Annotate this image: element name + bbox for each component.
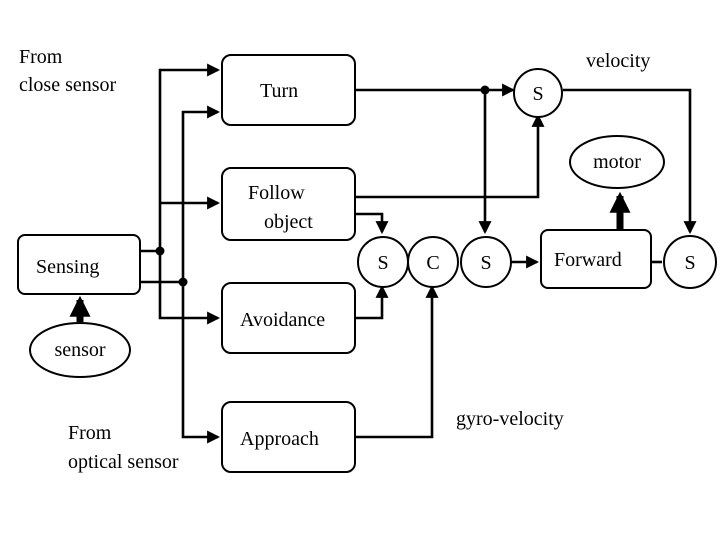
motor-label: motor: [593, 151, 641, 173]
forward-box: Forward: [540, 229, 652, 289]
junction-dot-sensing-upper: [155, 246, 165, 256]
s-left-label: S: [377, 252, 388, 274]
avoidance-box: Avoidance: [221, 282, 356, 354]
sensing-to-turn-approach-bus: [140, 105, 221, 284]
s-left-node: S: [357, 236, 409, 288]
follow-to-s-top: [355, 113, 545, 199]
forward-label: Forward: [554, 249, 622, 271]
from-close-sensor-line1: From: [19, 46, 63, 68]
bus-to-approach: [181, 282, 221, 444]
connections: [69, 63, 697, 444]
c-node: C: [407, 236, 459, 288]
c-label: C: [426, 252, 439, 274]
follow-to-s-left: [355, 212, 389, 235]
s-right-node: S: [663, 235, 717, 289]
approach-to-c: [355, 284, 439, 439]
s-mid-node: S: [460, 236, 512, 288]
follow-label-line1: Follow: [248, 182, 305, 204]
motor-ellipse: motor: [569, 135, 665, 189]
from-close-sensor-line2: close sensor: [19, 74, 117, 96]
sensing-box: Sensing: [17, 234, 141, 295]
sensing-to-turn-follow-avoidance-bus: [140, 63, 221, 253]
approach-label: Approach: [240, 428, 319, 450]
follow-object-box: Follow object: [221, 167, 356, 241]
s-top-velocity-to-s-right: [563, 88, 697, 235]
turn-label: Turn: [260, 80, 298, 102]
gyro-velocity-label: gyro-velocity: [456, 408, 564, 430]
approach-box: Approach: [221, 401, 356, 473]
junction-dot-sensing-lower: [178, 277, 188, 287]
velocity-label: velocity: [586, 50, 650, 72]
follow-label-line2: object: [264, 211, 313, 233]
bus-to-avoidance: [158, 251, 221, 325]
sensing-label: Sensing: [36, 256, 99, 278]
s-top-node: S: [513, 68, 563, 118]
from-optical-sensor-line2: optical sensor: [68, 451, 179, 473]
from-optical-sensor-line1: From: [68, 422, 112, 444]
avoidance-to-s-left: [355, 284, 389, 320]
turn-box: Turn: [221, 54, 356, 126]
sensor-label: sensor: [54, 339, 105, 361]
s-top-label: S: [532, 83, 543, 105]
s-right-label: S: [684, 252, 695, 274]
avoidance-label: Avoidance: [240, 309, 325, 331]
sensor-ellipse: sensor: [29, 322, 131, 378]
s-mid-label: S: [480, 252, 491, 274]
